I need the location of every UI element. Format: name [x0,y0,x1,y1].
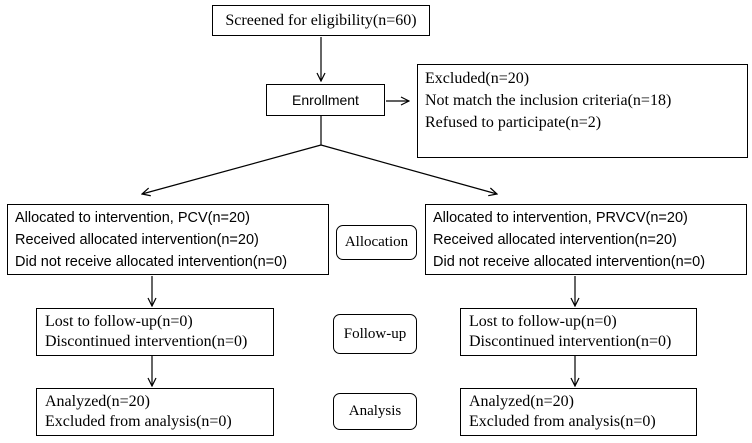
right-not-received: Did not receive allocated intervention(n… [433,254,706,270]
right-discontinued: Discontinued intervention(n=0) [469,333,672,350]
left-discontinued: Discontinued intervention(n=0) [45,333,248,350]
excluded-not-match: Not match the inclusion criteria(n=18) [425,92,672,109]
allocation-stage-text: Allocation [344,234,409,250]
arrow-to-right-arm [320,144,497,194]
right-lost-followup: Lost to follow-up(n=0) [469,313,617,330]
enrollment-text: Enrollment [292,92,359,108]
right-excluded-analysis: Excluded from analysis(n=0) [469,413,656,430]
left-allocation-box: Allocated to intervention, PCV(n=20) Rec… [7,204,329,275]
left-received: Received allocated intervention(n=20) [15,232,259,248]
analysis-stage-text: Analysis [348,403,402,419]
left-allocated: Allocated to intervention, PCV(n=20) [15,210,250,226]
left-lost-followup: Lost to follow-up(n=0) [45,313,193,330]
followup-stage-label: Follow-up [333,314,417,354]
left-excluded-analysis: Excluded from analysis(n=0) [45,413,232,430]
left-analyzed: Analyzed(n=20) [45,393,150,410]
right-analyzed: Analyzed(n=20) [469,393,574,410]
followup-stage-text: Follow-up [343,325,407,342]
left-analysis-box: Analyzed(n=20) Excluded from analysis(n=… [36,388,274,436]
allocation-stage-label: Allocation [336,225,417,260]
analysis-stage-label: Analysis [333,393,417,430]
screening-box: Screened for eligibility(n=60) [212,5,430,36]
left-followup-box: Lost to follow-up(n=0) Discontinued inte… [36,308,274,356]
left-not-received: Did not receive allocated intervention(n… [15,254,288,270]
screening-text: Screened for eligibility(n=60) [225,12,417,29]
excluded-refused: Refused to participate(n=2) [425,114,602,131]
right-followup-box: Lost to follow-up(n=0) Discontinued inte… [460,308,697,356]
right-allocation-box: Allocated to intervention, PRVCV(n=20) R… [425,204,747,275]
arrow-to-left-arm [142,144,322,194]
excluded-box: Excluded(n=20) Not match the inclusion c… [417,64,748,158]
right-analysis-box: Analyzed(n=20) Excluded from analysis(n=… [460,388,697,436]
right-allocated: Allocated to intervention, PRVCV(n=20) [433,210,688,226]
right-received: Received allocated intervention(n=20) [433,232,677,248]
excluded-total: Excluded(n=20) [425,70,530,87]
enrollment-box: Enrollment [266,84,385,116]
